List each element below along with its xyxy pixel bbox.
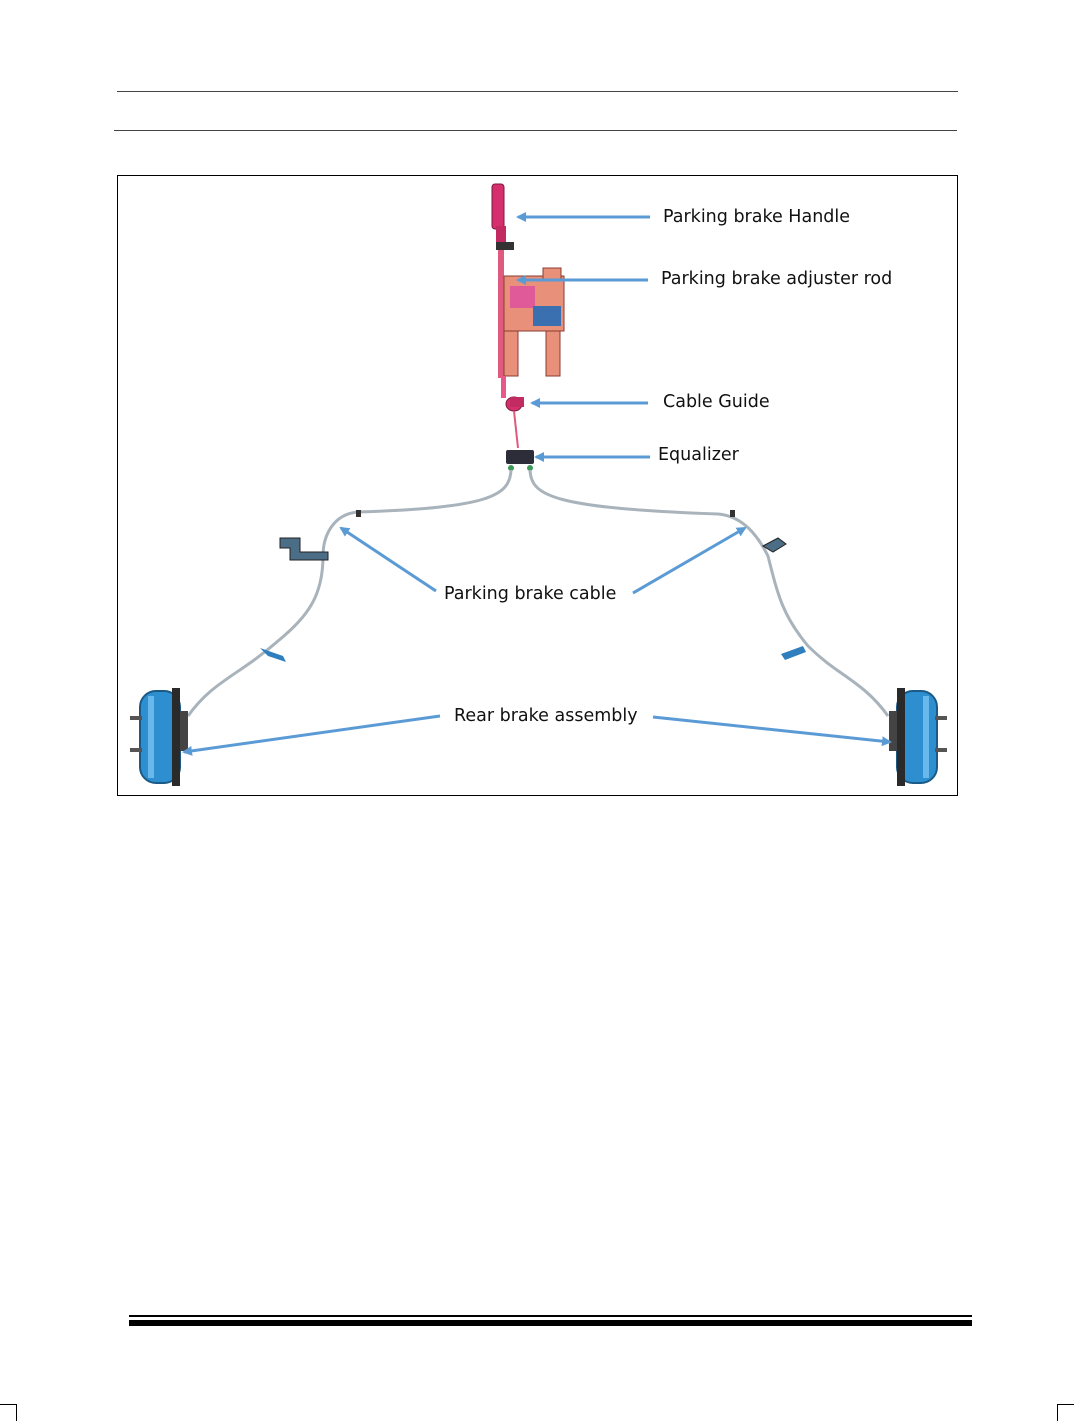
footer-rule-thin bbox=[129, 1315, 972, 1317]
equalizer-icon bbox=[506, 450, 534, 471]
label-rear-brake-assembly: Rear brake assembly bbox=[454, 706, 638, 726]
cable-bracket-icon bbox=[260, 510, 806, 662]
cable-left-arrow bbox=[339, 526, 437, 593]
rear-brake-right-icon bbox=[889, 688, 947, 786]
label-equalizer: Equalizer bbox=[658, 445, 739, 465]
label-parking-brake-handle: Parking brake Handle bbox=[663, 207, 851, 227]
diagram-canvas bbox=[130, 183, 947, 786]
footer-rule-thick bbox=[129, 1320, 972, 1326]
parking-brake-diagram: Parking brake Handle Parking brake adjus… bbox=[117, 175, 958, 796]
label-parking-brake-adjuster-rod: Parking brake adjuster rod bbox=[661, 269, 893, 289]
crop-mark-left bbox=[0, 1404, 17, 1421]
rear-brake-left-icon bbox=[130, 688, 188, 786]
cable-right-arrow bbox=[632, 526, 747, 595]
rear-brake-left-arrow bbox=[182, 714, 441, 756]
adjuster-bracket-icon bbox=[501, 267, 565, 398]
label-parking-brake-cable: Parking brake cable bbox=[444, 584, 617, 604]
parking-brake-handle-icon bbox=[491, 183, 514, 378]
header-rule-top bbox=[117, 91, 958, 92]
rear-brake-right-arrow bbox=[652, 715, 892, 747]
callout-arrows bbox=[182, 212, 892, 756]
header-rule-bottom bbox=[114, 130, 957, 131]
cable-guide-icon bbox=[505, 396, 524, 449]
label-cable-guide: Cable Guide bbox=[663, 392, 770, 412]
crop-mark-right bbox=[1057, 1404, 1074, 1421]
